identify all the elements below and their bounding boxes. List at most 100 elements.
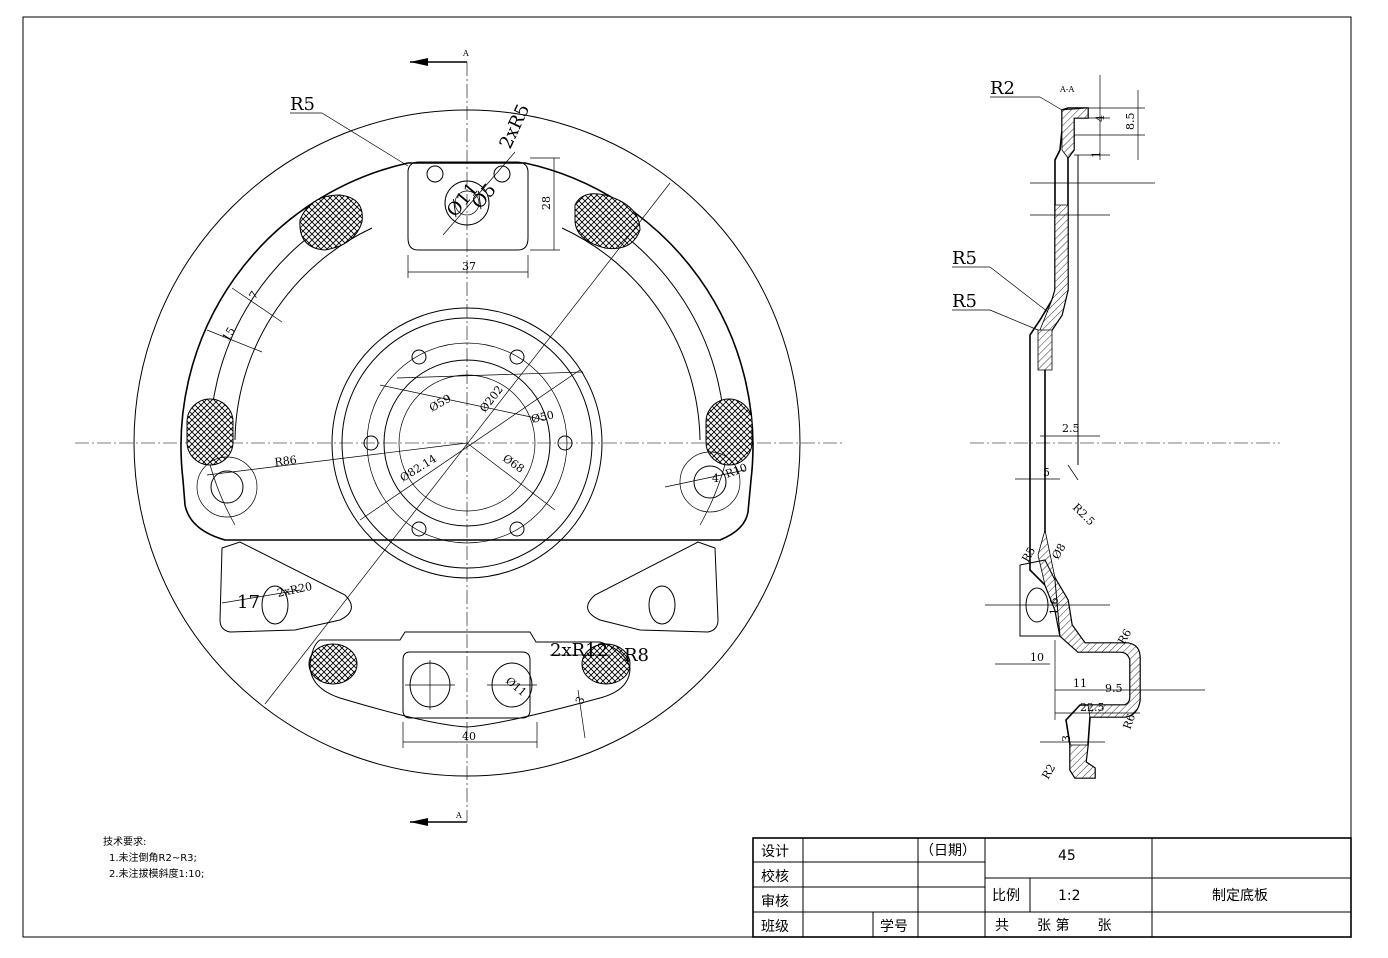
bottom-plate (402, 651, 531, 719)
section-hatch-web (1039, 204, 1069, 347)
dim-3: 3 (573, 694, 588, 706)
tb-review: 审核 (761, 894, 789, 910)
tb-part-name: 制定底板 (1212, 888, 1268, 904)
right-lug-hole (648, 585, 676, 625)
tb-student-no: 学号 (880, 919, 908, 935)
bottom-bracket (309, 631, 631, 728)
sec-dim-2-5: 2.5 (1062, 422, 1080, 435)
top-tab-hole-inner (454, 190, 480, 216)
dim-d59: Ø59 (427, 392, 453, 415)
sec-dim-22-5: 22.5 (1080, 701, 1105, 714)
tb-sheet: 共 张 第 张 (995, 917, 1111, 934)
dim-d202: Ø202 (477, 383, 506, 415)
top-tab-hole-left (426, 165, 444, 183)
pad-upper-right (574, 193, 641, 250)
hub-ring (341, 317, 593, 569)
sec-dim-r2-top: R2 (990, 78, 1015, 99)
dim-17: 17 (237, 592, 260, 613)
sec-dim-1: 1 (1090, 151, 1103, 158)
bolt-hole-1 (411, 349, 427, 365)
dim-r8: R8 (624, 645, 649, 666)
tech-item-2: 2.未注拔模斜度1:10; (109, 867, 204, 880)
sec-dim-r6-b: R6 (1121, 712, 1138, 731)
hub-outer (331, 307, 603, 579)
top-tab (407, 161, 529, 251)
title-block: 设计 校核 审核 班级 学号 （日期） 45 比例 1:2 共 张 第 张 制定… (752, 837, 1352, 938)
sec-dim-d8: Ø8 (1049, 541, 1068, 561)
right-mount-boss (679, 451, 741, 513)
tb-scale-label: 比例 (992, 888, 1020, 904)
dim-d68: Ø68 (500, 452, 526, 476)
sec-dim-1-6: 1.6 (1048, 598, 1061, 616)
dim-r5: R5 (290, 94, 315, 115)
bolt-hole-3 (363, 435, 379, 451)
left-mount-hole (210, 470, 244, 504)
dim-d50: Ø50 (530, 408, 555, 426)
top-tab-hole-right (493, 165, 511, 183)
section-hatch-top (1061, 107, 1089, 159)
sec-dim-3: 3 (1060, 735, 1073, 742)
section-title: A-A (1059, 85, 1074, 94)
bolt-hole-6 (509, 521, 525, 537)
sec-dim-r5-b: R5 (952, 291, 977, 312)
left-lug (219, 541, 352, 633)
sec-dim-10: 10 (1030, 651, 1044, 664)
right-mount-hole (693, 465, 727, 499)
hub-bolt-circle (366, 342, 568, 544)
tech-requirements: 技术要求: 1.未注倒角R2~R3; 2.未注拔模斜度1:10; (103, 835, 204, 880)
dim-4: 4 (712, 472, 719, 485)
dim-2xr5: 2xR5 (495, 101, 534, 152)
pad-left (186, 398, 234, 466)
hub-inner (398, 374, 536, 512)
dim-28: 28 (540, 196, 553, 210)
left-mount-boss (196, 456, 258, 518)
pad-right (705, 398, 753, 466)
dim-15: 15 (220, 325, 238, 344)
left-slot-inner (234, 227, 373, 441)
dim-d11-bottom: Ø11 (503, 674, 529, 699)
pad-upper-left (299, 194, 363, 251)
tb-scale: 1:2 (1058, 888, 1081, 904)
dim-r86: R86 (274, 453, 298, 469)
tech-item-1: 1.未注倒角R2~R3; (109, 851, 197, 864)
sec-dim-r5-a: R5 (952, 248, 977, 269)
right-lug (587, 541, 719, 633)
tb-design: 设计 (761, 844, 789, 860)
section-mark-top: A (410, 49, 469, 66)
drawing-border (22, 16, 1352, 938)
section-hatch-boss (1037, 329, 1053, 371)
tb-class: 班级 (761, 919, 789, 935)
sec-dim-5: 5 (1043, 466, 1050, 479)
sec-dim-r2-bottom: R2 (1039, 762, 1058, 782)
hub-bore (383, 359, 551, 527)
sec-dim-r2-5: R2.5 (1070, 501, 1097, 528)
tb-check: 校核 (761, 868, 789, 885)
sec-dim-8-5: 8.5 (1124, 113, 1137, 131)
bolt-hole-4 (557, 435, 573, 451)
section-hatch-foot (1069, 744, 1096, 779)
right-slot-inner (561, 227, 701, 441)
sec-dim-9-5: 9.5 (1105, 682, 1123, 695)
bolt-hole-2 (509, 349, 525, 365)
tb-material: 45 (1058, 848, 1076, 864)
sec-dim-4: 4 (1094, 115, 1107, 122)
section-view: A-A (952, 75, 1280, 782)
pad-bottom-left (308, 643, 358, 685)
section-mark-bottom: A (410, 811, 467, 826)
section-lug (1019, 559, 1061, 637)
left-lug-hole (261, 585, 289, 625)
bolt-hole-5 (411, 521, 427, 537)
outer-circle (133, 109, 801, 777)
dim-40: 40 (462, 730, 476, 743)
section-letter-bottom: A (455, 811, 462, 820)
section-letter-top: A (462, 49, 469, 58)
dim-2xr12: 2xR12 (550, 640, 608, 661)
tech-heading: 技术要求: (103, 835, 146, 848)
tb-date: （日期） (920, 843, 976, 859)
sec-dim-11: 11 (1073, 677, 1087, 690)
main-view: A A (75, 49, 842, 826)
dim-2xr20: 2xR20 (276, 580, 313, 600)
plate-outline (180, 162, 754, 541)
top-tab-hole-large (444, 180, 490, 226)
